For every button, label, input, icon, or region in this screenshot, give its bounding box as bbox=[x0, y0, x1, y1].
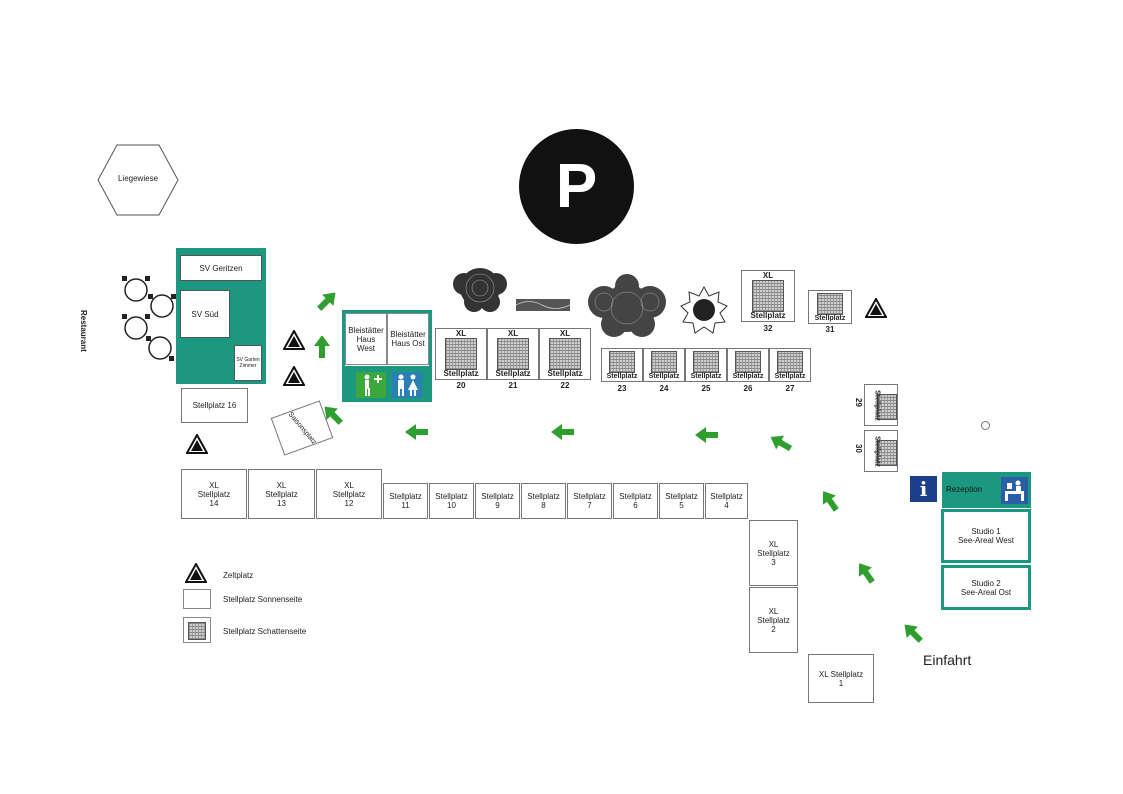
stellplatz-1[interactable]: XL Stellplatz 1 bbox=[808, 654, 874, 703]
haus-ost[interactable]: Bleistätter Haus Ost bbox=[387, 313, 429, 365]
sv-garten-zimmer[interactable]: SV Garten Zimmer bbox=[234, 345, 262, 381]
stellplatz-20-number: 20 bbox=[456, 381, 466, 390]
stellplatz-29[interactable]: Stellplatz bbox=[864, 384, 898, 426]
stellplatz-24[interactable]: Stellplatz bbox=[643, 348, 685, 382]
stellplatz-11[interactable]: Stellplatz 11 bbox=[383, 483, 428, 519]
legend-tent-icon bbox=[185, 563, 207, 583]
stellplatz-22[interactable]: XL Stellplatz bbox=[539, 328, 591, 380]
stellplatz-8[interactable]: Stellplatz 8 bbox=[521, 483, 566, 519]
parking-icon: P bbox=[519, 129, 634, 244]
stellplatz-30[interactable]: Stellplatz bbox=[864, 430, 898, 472]
stellplatz-14[interactable]: XL Stellplatz 14 bbox=[181, 469, 247, 519]
arrow-up-left-icon bbox=[858, 563, 875, 584]
restaurant-tables-icon bbox=[122, 276, 176, 361]
tree-icon bbox=[453, 268, 507, 312]
tree-icon bbox=[588, 274, 666, 337]
stellplatz-23-number: 23 bbox=[617, 384, 627, 393]
stellplatz-32[interactable]: XL Stellplatz bbox=[741, 270, 795, 322]
arrow-up-left-icon bbox=[324, 406, 343, 425]
stellplatz-9[interactable]: Stellplatz 9 bbox=[475, 483, 520, 519]
shade-pattern bbox=[549, 338, 581, 370]
stellplatz-21[interactable]: XL Stellplatz bbox=[487, 328, 539, 380]
arrow-left-icon bbox=[405, 424, 428, 440]
stellplatz-29-number: 29 bbox=[853, 398, 863, 407]
bush-icon bbox=[515, 299, 571, 311]
legend-zeltplatz-label: Zeltplatz bbox=[223, 571, 254, 580]
stellplatz-3[interactable]: XL Stellplatz 3 bbox=[749, 520, 798, 586]
arrow-left-icon bbox=[695, 427, 718, 443]
stellplatz-2[interactable]: XL Stellplatz 2 bbox=[749, 587, 798, 653]
shade-pattern bbox=[651, 351, 677, 373]
einfahrt-label: Einfahrt bbox=[923, 652, 972, 668]
legend-sun-swatch bbox=[183, 589, 211, 609]
stellplatz-6[interactable]: Stellplatz 6 bbox=[613, 483, 658, 519]
accessible-wc-icon bbox=[356, 372, 386, 398]
stellplatz-26[interactable]: Stellplatz bbox=[727, 348, 769, 382]
shade-pattern bbox=[877, 440, 897, 466]
shade-pattern bbox=[777, 351, 803, 373]
stellplatz-10[interactable]: Stellplatz 10 bbox=[429, 483, 474, 519]
flower-tree-icon bbox=[680, 286, 728, 334]
tent-icon bbox=[865, 298, 887, 318]
stellplatz-25[interactable]: Stellplatz bbox=[685, 348, 727, 382]
arrow-left-icon bbox=[551, 424, 574, 440]
liegewiese-area bbox=[97, 144, 179, 216]
stellplatz-12[interactable]: XL Stellplatz 12 bbox=[316, 469, 382, 519]
shade-pattern bbox=[817, 293, 843, 315]
arrow-up-left-icon bbox=[904, 624, 923, 643]
stellplatz-27-number: 27 bbox=[785, 384, 795, 393]
shade-pattern bbox=[497, 338, 529, 370]
restaurant-label: Restaurant bbox=[79, 310, 88, 352]
stellplatz-26-number: 26 bbox=[743, 384, 753, 393]
tent-icon bbox=[283, 330, 305, 350]
stellplatz-30-number: 30 bbox=[853, 444, 863, 453]
marker-dot bbox=[981, 421, 990, 430]
stellplatz-23[interactable]: Stellplatz bbox=[601, 348, 643, 382]
stellplatz-13[interactable]: XL Stellplatz 13 bbox=[248, 469, 315, 519]
stellplatz-16[interactable]: Stellplatz 16 bbox=[181, 388, 248, 423]
shade-pattern bbox=[693, 351, 719, 373]
stellplatz-27[interactable]: Stellplatz bbox=[769, 348, 811, 382]
shade-pattern bbox=[609, 351, 635, 373]
legend-schattenseite-label: Stellplatz Schattenseite bbox=[223, 627, 307, 636]
stellplatz-31-number: 31 bbox=[825, 325, 835, 334]
arrow-up-left-icon bbox=[770, 435, 793, 452]
wc-icon bbox=[392, 372, 422, 398]
rezeption-label: Rezeption bbox=[946, 485, 983, 494]
reception-desk-icon bbox=[1001, 477, 1028, 504]
sv-geritzen[interactable]: SV Geritzen bbox=[180, 255, 262, 281]
arrow-up-right-icon bbox=[317, 292, 336, 311]
haus-west[interactable]: Bleistätter Haus West bbox=[345, 313, 387, 365]
shade-pattern bbox=[735, 351, 761, 373]
shade-pattern bbox=[445, 338, 477, 370]
tent-icon bbox=[186, 434, 208, 454]
shade-pattern bbox=[877, 394, 897, 420]
liegewiese-label: Liegewiese bbox=[117, 174, 159, 183]
shade-pattern bbox=[752, 280, 784, 312]
stellplatz-31[interactable]: Stellplatz bbox=[808, 290, 852, 324]
stellplatz-25-number: 25 bbox=[701, 384, 711, 393]
arrow-up-icon bbox=[314, 336, 330, 358]
stellplatz-4[interactable]: Stellplatz 4 bbox=[705, 483, 748, 519]
stellplatz-32-number: 32 bbox=[763, 324, 773, 333]
legend: Zeltplatz Stellplatz Sonnenseite Stellpl… bbox=[183, 563, 383, 653]
studio-1[interactable]: Studio 1 See-Areal West bbox=[941, 509, 1031, 563]
legend-shade-swatch bbox=[183, 617, 211, 643]
stellplatz-5[interactable]: Stellplatz 5 bbox=[659, 483, 704, 519]
info-icon: i bbox=[910, 476, 937, 502]
stellplatz-22-number: 22 bbox=[560, 381, 570, 390]
tent-icon bbox=[283, 366, 305, 386]
stellplatz-21-number: 21 bbox=[508, 381, 518, 390]
stellplatz-20[interactable]: XL Stellplatz bbox=[435, 328, 487, 380]
studio-2[interactable]: Studio 2 See-Areal Ost bbox=[941, 565, 1031, 610]
stellplatz-24-number: 24 bbox=[659, 384, 669, 393]
arrow-up-left-icon bbox=[822, 491, 839, 512]
sv-sued[interactable]: SV Süd bbox=[180, 290, 230, 338]
parking-label: P bbox=[555, 152, 598, 221]
legend-sonnenseite-label: Stellplatz Sonnenseite bbox=[223, 595, 303, 604]
stellplatz-7[interactable]: Stellplatz 7 bbox=[567, 483, 612, 519]
